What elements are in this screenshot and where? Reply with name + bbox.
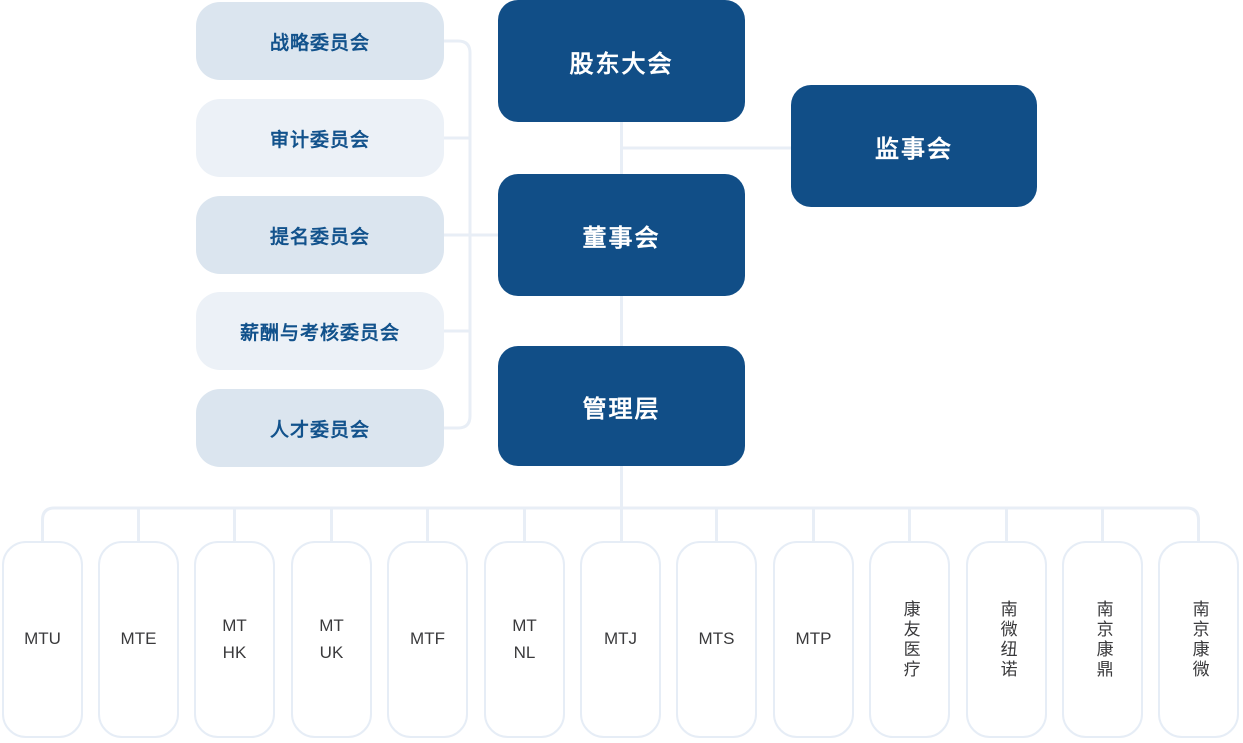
subsidiary-nanwei-niunuo: 南微纽诺 [966, 541, 1047, 738]
subsidiary-mtj: MTJ [580, 541, 661, 738]
subsidiary-mt-uk: MT UK [291, 541, 372, 738]
subsidiary-mt-hk: MT HK [194, 541, 275, 738]
subsidiary-mte: MTE [98, 541, 179, 738]
subsidiary-nanjing-kangwei: 南京康微 [1158, 541, 1239, 738]
node-board-of-directors: 董事会 [498, 174, 745, 296]
node-management: 管理层 [498, 346, 745, 466]
committee-remuneration-appraisal: 薪酬与考核委员会 [196, 292, 444, 370]
node-supervisory-board: 监事会 [791, 85, 1037, 207]
committee-strategy: 战略委员会 [196, 2, 444, 80]
node-shareholders-meeting: 股东大会 [498, 0, 745, 122]
committee-nomination: 提名委员会 [196, 196, 444, 274]
subsidiary-kangyou-medical: 康友医疗 [869, 541, 950, 738]
committee-talent: 人才委员会 [196, 389, 444, 467]
subsidiary-mt-nl: MT NL [484, 541, 565, 738]
committee-audit: 审计委员会 [196, 99, 444, 177]
subsidiary-mtu: MTU [2, 541, 83, 738]
subsidiary-mts: MTS [676, 541, 757, 738]
subsidiary-nanjing-kangding: 南京康鼎 [1062, 541, 1143, 738]
subsidiary-mtp: MTP [773, 541, 854, 738]
subsidiary-mtf: MTF [387, 541, 468, 738]
